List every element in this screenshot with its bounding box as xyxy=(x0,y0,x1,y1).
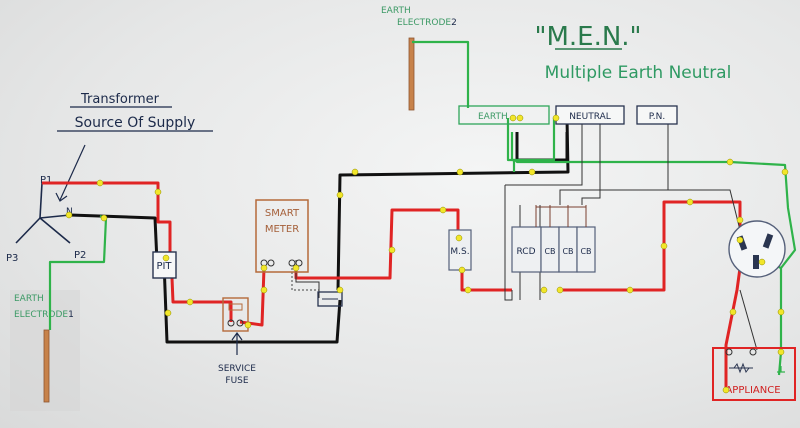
appliance-box: APPLIANCE xyxy=(712,347,796,401)
phase-p1-label: P1 xyxy=(40,175,52,186)
rcd-breaker xyxy=(511,226,542,273)
service-fuse xyxy=(222,297,249,332)
node xyxy=(552,114,560,122)
node xyxy=(455,234,463,242)
node xyxy=(458,266,466,274)
node xyxy=(528,168,536,176)
node xyxy=(556,286,564,294)
breaker-label-cb-2: CB xyxy=(562,247,573,256)
node xyxy=(777,308,785,316)
smart-meter-label-line1: SMART xyxy=(265,208,300,219)
node xyxy=(540,286,548,294)
main-switch-label: M.S. xyxy=(450,247,469,257)
node xyxy=(516,114,524,122)
node xyxy=(777,348,785,356)
socket-outlet xyxy=(728,220,786,278)
node xyxy=(336,286,344,294)
node xyxy=(722,386,730,394)
pit-box: PIT xyxy=(152,251,177,279)
node xyxy=(336,191,344,199)
node xyxy=(439,206,447,214)
smart-meter: SMART METER xyxy=(255,199,309,273)
transformer-label-line2: Source Of Supply xyxy=(75,115,196,131)
pointer-arrowhead xyxy=(55,192,68,202)
transformer-label-line1: Transformer xyxy=(80,92,160,107)
diagram-subtitle: Multiple Earth Neutral xyxy=(545,63,732,83)
active-wires xyxy=(42,181,742,390)
node xyxy=(186,298,194,306)
breaker-panel: RCD CB CB CB xyxy=(511,205,596,273)
node xyxy=(726,158,734,166)
node xyxy=(781,168,789,176)
node xyxy=(758,258,766,266)
node xyxy=(660,242,668,250)
service-fuse-label-line1: SERVICE xyxy=(218,364,256,374)
appliance-label: APPLIANCE xyxy=(725,385,780,396)
node xyxy=(164,309,172,317)
node xyxy=(260,286,268,294)
node xyxy=(686,198,694,206)
node xyxy=(65,211,73,219)
meter-dotted-link xyxy=(291,268,319,291)
node xyxy=(244,321,252,329)
service-fuse-label-line2: FUSE xyxy=(225,376,248,386)
phase-p3-label: P3 xyxy=(6,253,18,264)
node xyxy=(736,216,744,224)
node xyxy=(351,168,359,176)
diagram-title: "M.E.N." xyxy=(534,22,641,52)
node xyxy=(154,188,162,196)
breaker-label-rcd: RCD xyxy=(516,247,535,257)
electrode-1-label-line1: EARTH xyxy=(14,294,44,304)
node xyxy=(729,308,737,316)
neutral-wires xyxy=(69,117,570,344)
pit-label: PIT xyxy=(156,261,172,272)
breaker-label-cb-3: CB xyxy=(580,247,591,256)
pn-bar: P.N. xyxy=(636,105,678,125)
breaker-label-cb-1: CB xyxy=(544,247,555,256)
node xyxy=(456,168,464,176)
electrode-2-label-line1: EARTH xyxy=(381,6,411,16)
fuse-arrowhead xyxy=(231,331,243,341)
node xyxy=(292,264,300,272)
connection-nodes xyxy=(65,114,789,394)
electrode-2-label-line2: ELECTRODE2 xyxy=(397,18,457,28)
neutral-bar: NEUTRAL xyxy=(555,105,625,125)
smart-meter-label-line2: METER xyxy=(265,224,299,235)
electrode-1-number: 1 xyxy=(68,310,74,320)
neutral-bar-label: NEUTRAL xyxy=(569,112,611,122)
node xyxy=(509,114,517,122)
transformer-star xyxy=(15,182,71,244)
transformer-pointer-arrow xyxy=(59,144,86,201)
pn-bar-label: P.N. xyxy=(649,112,665,122)
node xyxy=(96,179,104,187)
link-box xyxy=(317,291,343,307)
node xyxy=(260,264,268,272)
earth-electrode-1 xyxy=(43,329,50,403)
earth-electrode-2 xyxy=(408,37,415,111)
node xyxy=(736,236,744,244)
earth-bar: EARTH xyxy=(458,105,550,125)
earth-bar-label: EARTH xyxy=(478,112,508,122)
electrode-2-number: 2 xyxy=(451,18,457,28)
node xyxy=(388,246,396,254)
electrode-1-label-line2: ELECTRODE1 xyxy=(14,310,74,320)
node xyxy=(162,254,170,262)
node xyxy=(626,286,634,294)
node xyxy=(464,286,472,294)
node xyxy=(100,214,108,222)
phase-p2-label: P2 xyxy=(74,250,86,261)
